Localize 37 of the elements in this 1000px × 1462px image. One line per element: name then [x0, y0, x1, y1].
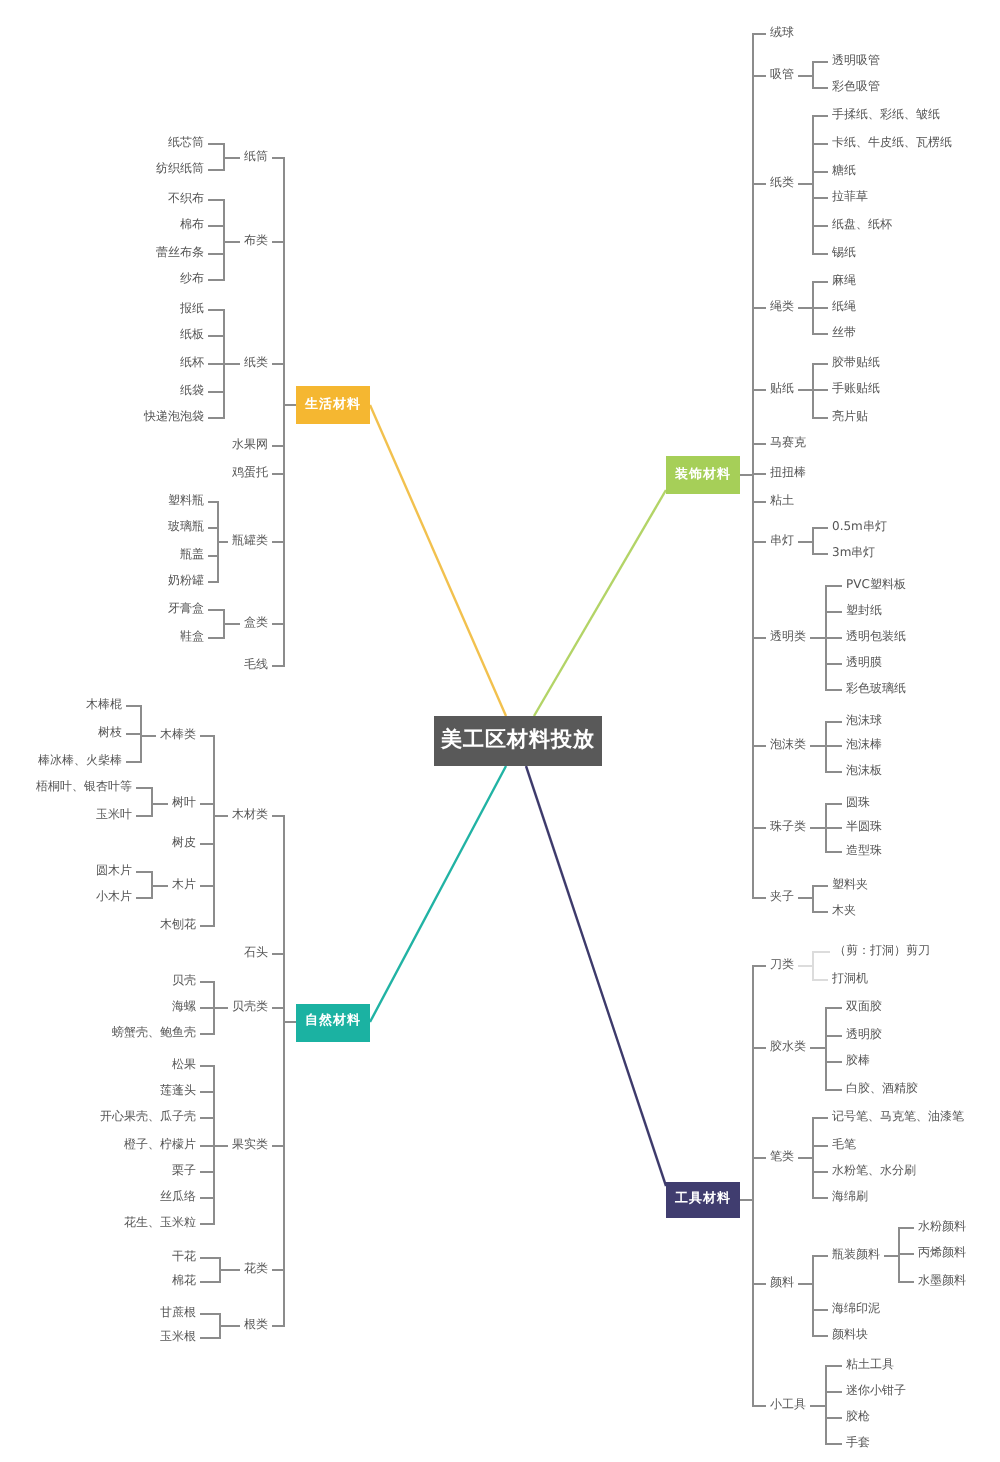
connector-line — [797, 1255, 829, 1337]
connector-line — [797, 951, 831, 981]
connector-line — [797, 363, 829, 419]
connector-line — [271, 815, 297, 1327]
connector-line — [207, 199, 241, 281]
connector-line — [199, 1313, 241, 1339]
central-topic-box: 美工区材料投放 — [434, 716, 602, 766]
connector-line — [797, 1117, 829, 1199]
connector-line — [199, 1257, 241, 1283]
connector-line — [797, 281, 829, 335]
connector-line — [135, 787, 169, 817]
connector-line — [207, 309, 241, 419]
connector-line — [797, 527, 829, 555]
connector-line — [739, 965, 767, 1407]
connector-line — [739, 33, 767, 899]
branch-line — [532, 489, 668, 717]
branch-line — [524, 765, 668, 1187]
connector-line — [207, 501, 229, 583]
connector-line — [883, 1227, 915, 1283]
branch-line — [368, 404, 508, 717]
connector-line — [199, 1065, 229, 1225]
connector-line — [797, 61, 829, 89]
connector-line — [809, 1365, 843, 1445]
connector-line — [125, 705, 157, 763]
connector-line — [809, 1007, 843, 1091]
connector-line — [207, 609, 241, 639]
branch-line — [368, 765, 508, 1023]
connector-line — [809, 721, 843, 773]
connector-line — [207, 143, 241, 171]
connector-line — [199, 735, 229, 927]
connector-line — [797, 885, 829, 913]
connector-line — [809, 585, 843, 691]
connector-line — [199, 981, 229, 1035]
connector-line — [271, 157, 297, 667]
connector-line — [797, 115, 829, 255]
connector-line — [809, 803, 843, 853]
connector-line — [135, 871, 169, 899]
